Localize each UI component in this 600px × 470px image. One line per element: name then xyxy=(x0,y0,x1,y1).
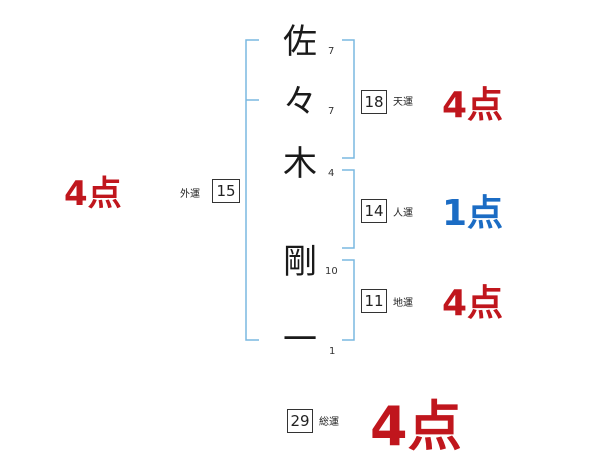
name-char-5: 一 xyxy=(283,320,317,360)
gaiun-value-box: 15 xyxy=(212,179,240,203)
tenun-bracket xyxy=(342,39,355,159)
jinun-bracket xyxy=(342,169,355,249)
jinun-score: 1点 xyxy=(442,193,504,234)
name-char-4: 剛 xyxy=(283,242,317,282)
chiun-bracket xyxy=(342,259,355,341)
name-char-1: 佐 xyxy=(283,22,317,62)
name-char-3: 木 xyxy=(283,144,317,184)
stroke-count-1: 7 xyxy=(328,46,335,57)
jinun-value-box: 14 xyxy=(361,199,387,223)
souun-label: 総運 xyxy=(319,417,339,428)
stroke-count-4: 10 xyxy=(325,266,338,277)
souun-value-box: 29 xyxy=(287,409,313,433)
stroke-count-5: 1 xyxy=(329,346,336,357)
stroke-count-2: 7 xyxy=(328,106,335,117)
tenun-label: 天運 xyxy=(393,97,413,108)
tenun-score: 4点 xyxy=(442,85,504,126)
gaiun-label: 外運 xyxy=(180,189,200,200)
jinun-label: 人運 xyxy=(393,208,413,219)
chiun-label: 地運 xyxy=(393,298,413,309)
tenun-value-box: 18 xyxy=(361,90,387,114)
chiun-value-box: 11 xyxy=(361,289,387,313)
gaiun-bracket xyxy=(245,39,259,341)
name-char-2: 々 xyxy=(283,82,317,122)
stroke-count-3: 4 xyxy=(328,168,335,179)
chiun-score: 4点 xyxy=(442,283,504,324)
souun-score: 4点 xyxy=(370,395,462,458)
gaiun-score: 4点 xyxy=(64,174,122,214)
